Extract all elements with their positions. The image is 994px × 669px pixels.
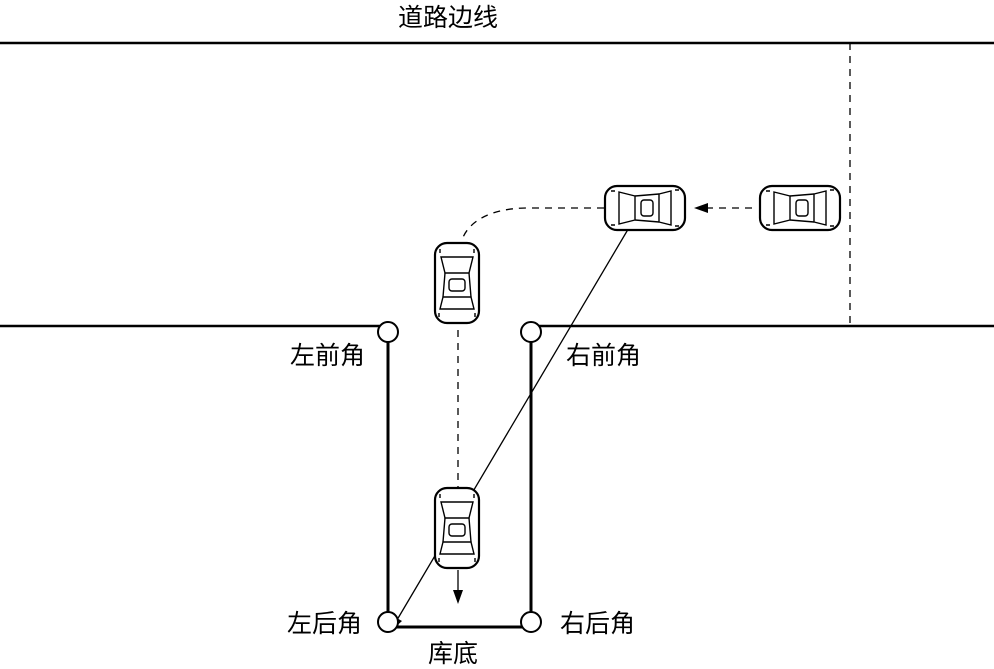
road-edge-label: 道路边线 — [398, 3, 498, 32]
arrowhead-icon — [453, 590, 463, 604]
diagonal-sight-line — [393, 225, 631, 626]
corner-marker-right-rear — [520, 611, 542, 633]
right-rear-label: 右后角 — [560, 609, 635, 638]
car-top-view-icon — [758, 184, 842, 232]
garage-outline — [386, 332, 533, 629]
left-rear-label: 左后角 — [287, 609, 362, 638]
path-turn-curve — [461, 207, 604, 241]
garage-bottom-label: 库底 — [428, 639, 478, 668]
corner-marker-right-front — [520, 321, 542, 343]
left-front-label: 左前角 — [290, 341, 365, 370]
right-front-label: 右前角 — [566, 341, 641, 370]
arrowhead-icon — [694, 203, 708, 213]
corner-marker-left-front — [377, 321, 399, 343]
car-top-view-icon — [433, 486, 481, 570]
car-top-view-icon — [603, 184, 687, 232]
car-top-view-icon — [433, 241, 481, 325]
corner-marker-left-rear — [377, 611, 399, 633]
